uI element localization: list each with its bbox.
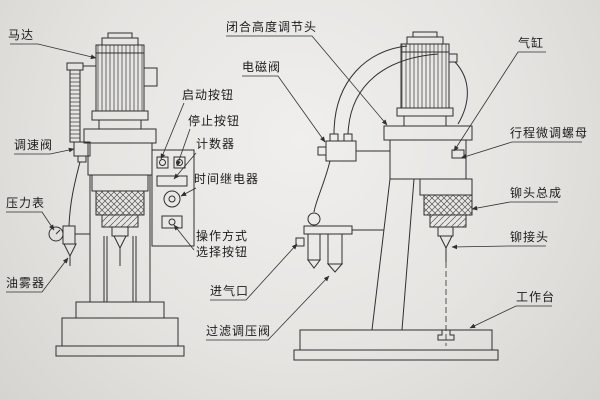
label-filter-regulator: 过滤调压阀 <box>206 324 272 338</box>
left-machine-view <box>48 32 195 357</box>
label-motor: 马达 <box>8 28 35 42</box>
label-solenoid-valve: 电磁阀 <box>242 60 282 74</box>
label-speed-valve: 调速阀 <box>14 138 54 152</box>
label-time-relay: 时间继电器 <box>194 172 260 186</box>
label-air-inlet: 进气口 <box>210 284 250 298</box>
label-start-button: 启动按钮 <box>182 88 235 102</box>
label-worktable: 工作台 <box>516 290 556 304</box>
label-air-cylinder: 气缸 <box>518 36 545 50</box>
label-rivet-joint: 铆接头 <box>510 230 550 244</box>
label-stop-button: 停止按钮 <box>188 114 241 128</box>
label-mode-select: 操作方式选择按钮 <box>196 229 249 260</box>
right-machine-view <box>293 31 499 361</box>
label-rivet-head-assembly: 铆头总成 <box>510 186 563 200</box>
label-close-height-adjuster: 闭合高度调节头 <box>226 20 318 34</box>
label-stroke-fine-nut: 行程微调螺母 <box>510 126 589 140</box>
label-pressure-gauge: 压力表 <box>6 196 46 210</box>
label-oil-mist: 油雾器 <box>6 276 46 290</box>
label-counter: 计数器 <box>196 137 236 151</box>
leader-lines <box>6 35 582 341</box>
